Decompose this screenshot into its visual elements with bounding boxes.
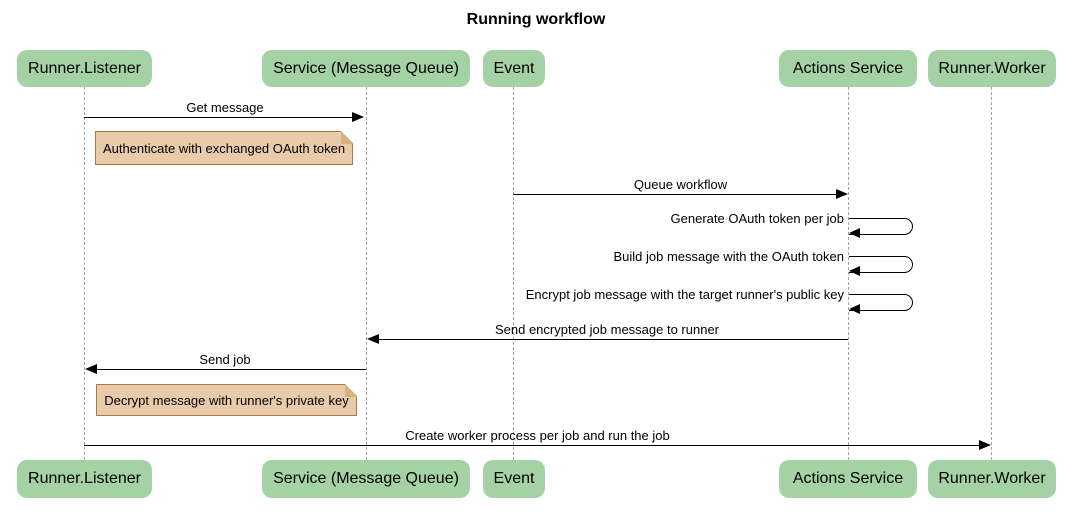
- participant-actions-service-bottom: Actions Service: [779, 460, 917, 498]
- participant-service-message-queue-bottom: Service (Message Queue): [262, 460, 470, 498]
- arrowhead-left-icon: [849, 304, 860, 314]
- participant-runner-worker-top: Runner.Worker: [928, 50, 1056, 87]
- note-authenticate: Authenticate with exchanged OAuth token: [95, 130, 354, 165]
- diagram-title: Running workflow: [466, 11, 606, 28]
- message-label-queue-workflow: Queue workflow: [633, 177, 728, 192]
- participant-actions-service-top: Actions Service: [779, 50, 917, 87]
- lifeline-runner-worker: [991, 87, 992, 460]
- arrowhead-right-icon: [352, 112, 364, 122]
- participant-runner-worker-bottom: Runner.Worker: [928, 460, 1056, 498]
- message-label-send-job: Send job: [199, 352, 251, 367]
- arrowhead-left-icon: [367, 334, 379, 344]
- message-label-send-encrypted-job-message: Send encrypted job message to runner: [494, 322, 720, 337]
- message-line-get-message: [84, 117, 352, 118]
- message-line-send-job: [97, 369, 366, 370]
- arrowhead-left-icon: [849, 228, 860, 238]
- message-label-get-message: Get message: [186, 100, 264, 115]
- message-line-send-encrypted-job-message: [379, 339, 848, 340]
- message-label-build-job-message: Build job message with the OAuth token: [613, 249, 844, 264]
- participant-runner-listener-top: Runner.Listener: [17, 50, 152, 87]
- participant-service-message-queue-top: Service (Message Queue): [262, 50, 470, 87]
- message-label-create-worker-process: Create worker process per job and run th…: [405, 428, 670, 443]
- self-message-loop: [849, 256, 913, 273]
- lifeline-actions-service: [848, 87, 849, 460]
- message-line-queue-workflow: [513, 194, 836, 195]
- message-label-encrypt-job-message: Encrypt job message with the target runn…: [525, 287, 844, 302]
- arrowhead-left-icon: [849, 266, 860, 276]
- lifeline-service-message-queue: [366, 87, 367, 460]
- arrowhead-right-icon: [979, 440, 991, 450]
- lifeline-event: [513, 87, 514, 460]
- self-message-loop: [849, 294, 913, 311]
- participant-event-top: Event: [483, 50, 545, 87]
- lifeline-runner-listener: [84, 87, 85, 460]
- message-line-create-worker-process: [84, 445, 979, 446]
- self-message-loop: [849, 218, 913, 235]
- message-label-generate-oauth-token: Generate OAuth token per job: [670, 211, 844, 226]
- arrowhead-right-icon: [836, 189, 848, 199]
- arrowhead-left-icon: [85, 364, 97, 374]
- note-decrypt: Decrypt message with runner's private ke…: [96, 383, 358, 416]
- participant-event-bottom: Event: [483, 460, 545, 498]
- participant-runner-listener-bottom: Runner.Listener: [17, 460, 152, 498]
